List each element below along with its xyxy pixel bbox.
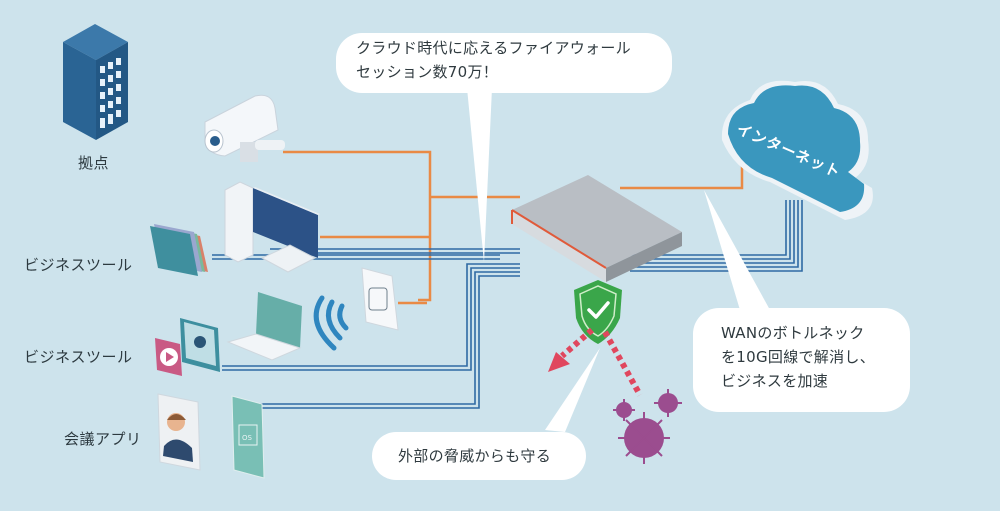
security-camera-icon bbox=[204, 94, 285, 162]
wan-callout: WANのボトルネック を10G回線で解消し、 ビジネスを加速 bbox=[693, 308, 910, 412]
meeting-app-label: 会議アプリ bbox=[64, 430, 142, 448]
threat-callout-pointer bbox=[545, 348, 600, 432]
video-app-icon bbox=[155, 318, 220, 376]
virus-icon bbox=[613, 389, 682, 464]
blue-connection-lines bbox=[212, 200, 803, 409]
tablet-os-icon bbox=[231, 395, 265, 479]
wan-callout-line-1: WANのボトルネック bbox=[721, 324, 865, 342]
security-shield-icon bbox=[574, 280, 622, 344]
laptop-icon bbox=[226, 292, 302, 361]
firewall-callout-pointer bbox=[467, 88, 492, 262]
firewall-callout-line-2: セッション数70万！ bbox=[356, 63, 499, 81]
blocked-threat-arrow bbox=[548, 327, 643, 397]
orange-connection-lines bbox=[283, 150, 744, 305]
firewall-callout: クラウド時代に応えるファイアウォール セッション数70万！ bbox=[336, 33, 672, 93]
meeting-app-card-icon bbox=[157, 393, 201, 471]
threat-callout-text: 外部の脅威からも守る bbox=[398, 447, 552, 465]
wan-callout-pointer bbox=[704, 190, 770, 310]
business-tool-label-1: ビジネスツール bbox=[24, 256, 133, 274]
threat-callout: 外部の脅威からも守る bbox=[372, 432, 586, 480]
os-badge-text: OS bbox=[242, 434, 253, 442]
wifi-signal-icon bbox=[313, 295, 349, 351]
firewall-appliance-icon bbox=[511, 175, 682, 282]
wireless-access-point-icon bbox=[361, 267, 399, 331]
site-label: 拠点 bbox=[78, 154, 110, 172]
wan-callout-line-2: を10G回線で解消し、 bbox=[721, 348, 876, 366]
firewall-callout-line-1: クラウド時代に応えるファイアウォール bbox=[356, 39, 631, 57]
wan-callout-line-3: ビジネスを加速 bbox=[721, 372, 829, 390]
folder-stack-icon bbox=[150, 224, 208, 276]
internet-cloud-icon bbox=[721, 80, 873, 220]
building-icon bbox=[63, 24, 128, 140]
business-tool-label-2: ビジネスツール bbox=[24, 348, 133, 366]
desktop-pc-icon bbox=[224, 181, 320, 273]
